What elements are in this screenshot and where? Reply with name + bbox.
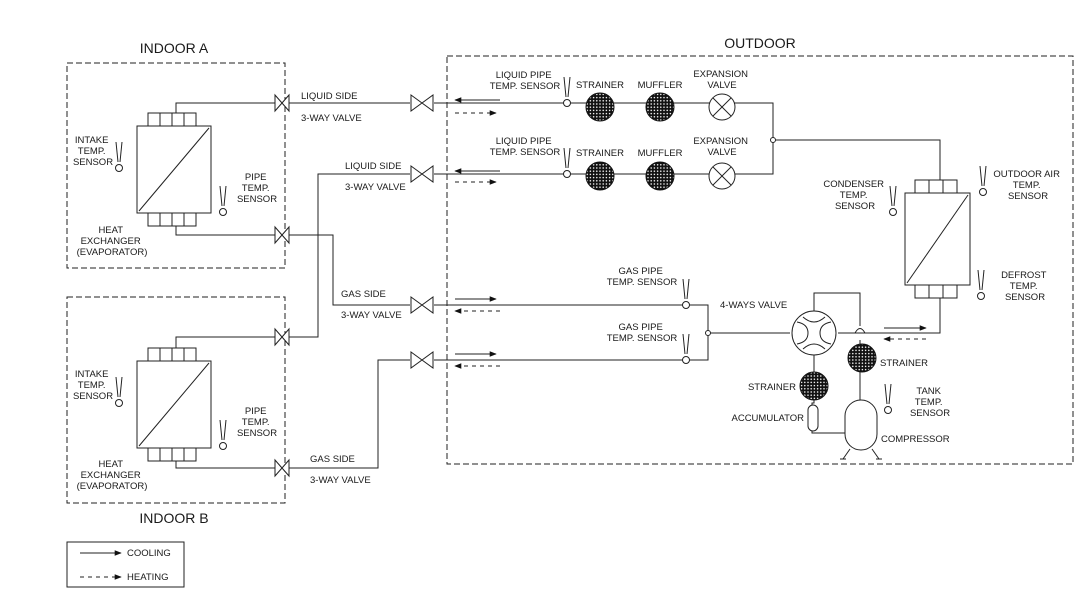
expansion-valve-2-label: EXPANSION VALVE	[693, 136, 750, 158]
condenser-temp-sensor	[889, 185, 897, 216]
gas-pipe-sensor-1-label: GAS PIPE TEMP. SENSOR	[607, 266, 678, 288]
indoor-a-intake-temp-sensor	[115, 141, 123, 172]
defrost-sensor-label: DEFROST TEMP. SENSOR	[1001, 270, 1049, 303]
tank-sensor-label: TANK TEMP. SENSOR	[910, 386, 950, 419]
accumulator-label: ACCUMULATOR	[732, 413, 805, 424]
indoor-b-boundary	[66, 296, 286, 504]
indoor-a-gas-3-way-valve	[410, 296, 434, 314]
indoor-b-liquid-side-label: LIQUID SIDE	[345, 161, 402, 172]
compressor-label: COMPRESSOR	[881, 434, 950, 445]
indoor-a-title: INDOOR A	[140, 40, 209, 56]
outdoor-title: OUTDOOR	[724, 35, 796, 51]
accumulator-strainer-label: STRAINER	[748, 382, 796, 393]
expansion-valve-1	[708, 93, 736, 121]
indoor-a-liquid-valve	[274, 94, 290, 112]
indoor-b-gas-valve	[274, 459, 290, 477]
indoor-a-gas-3way-label: 3-WAY VALVE	[341, 310, 402, 321]
indoor-b-liquid-3-way-valve	[410, 165, 434, 183]
outdoor-air-sensor-label: OUTDOOR AIR TEMP. SENSOR	[993, 169, 1062, 202]
muffler-1	[645, 92, 675, 122]
liquid-pipe-sensor-2-label: LIQUID PIPE TEMP. SENSOR	[490, 136, 561, 158]
indoor-a-boundary	[66, 62, 286, 269]
outdoor-heat-exchanger	[904, 179, 971, 299]
legend-cooling-label: COOLING	[127, 548, 171, 559]
four-way-valve	[791, 310, 837, 356]
indoor-a-liquid-3-way-valve	[410, 94, 434, 112]
indoor-a-heat-exchanger-label: HEAT EXCHANGER (EVAPORATOR)	[77, 225, 148, 258]
outdoor-air-temp-sensor	[979, 165, 987, 196]
indoor-unit-b: INDOOR B INTAKE TEMP. SENSOR PIPE TEMP. …	[66, 296, 286, 526]
indoor-b-heat-exchanger-label: HEAT EXCHANGER (EVAPORATOR)	[77, 459, 148, 492]
indoor-b-intake-temp-sensor	[115, 376, 123, 407]
expansion-valve-2	[708, 162, 736, 190]
accumulator-inlet-strainer	[799, 371, 829, 401]
legend-heating-label: HEATING	[127, 572, 169, 583]
indoor-b-gas-3-way-valve	[410, 351, 434, 369]
indoor-a-intake-sensor-label: INTAKE TEMP. SENSOR	[73, 135, 113, 168]
legend: COOLING HEATING	[66, 541, 185, 588]
outdoor-liquid-pipe-temp-sensor-1	[563, 76, 571, 107]
indoor-b-pipe-sensor-label: PIPE TEMP. SENSOR	[237, 406, 277, 439]
accumulator	[807, 404, 819, 432]
outdoor-boundary	[446, 55, 1074, 465]
outdoor-unit: OUTDOOR LIQUID PIPE TEMP. SENSOR STRAINE…	[434, 35, 1074, 465]
indoor-a-pipe-temp-sensor	[219, 185, 227, 216]
expansion-valve-1-label: EXPANSION VALVE	[693, 69, 750, 91]
indoor-a-heat-exchanger	[136, 112, 212, 227]
strainer-2	[585, 161, 615, 191]
strainer-2-label: STRAINER	[576, 148, 624, 159]
indoor-a-gas-side-label: GAS SIDE	[341, 289, 386, 300]
indoor-b-heat-exchanger	[136, 347, 212, 462]
strainer-1	[585, 92, 615, 122]
flow-direction-arrows	[454, 97, 927, 369]
indoor-a-liquid-3way-label: 3-WAY VALVE	[301, 113, 362, 124]
defrost-temp-sensor	[977, 269, 985, 300]
muffler-2	[645, 161, 675, 191]
interconnecting-piping: LIQUID SIDE 3-WAY VALVE LIQUID SIDE 3-WA…	[274, 91, 434, 486]
muffler-1-label: MUFFLER	[638, 80, 683, 91]
compressor	[840, 399, 882, 460]
indoor-b-liquid-valve	[274, 328, 290, 346]
indoor-b-intake-sensor-label: INTAKE TEMP. SENSOR	[73, 369, 113, 402]
discharge-strainer	[847, 343, 877, 373]
discharge-strainer-label: STRAINER	[880, 358, 928, 369]
muffler-2-label: MUFFLER	[638, 148, 683, 159]
indoor-b-pipe-temp-sensor	[219, 419, 227, 450]
indoor-unit-a: INDOOR A INTAKE TEMP. SENSOR PIPE TEMP. …	[66, 40, 286, 269]
strainer-1-label: STRAINER	[576, 80, 624, 91]
indoor-a-gas-valve	[274, 226, 290, 244]
indoor-a-liquid-side-label: LIQUID SIDE	[301, 91, 358, 102]
four-way-valve-label: 4-WAYS VALVE	[720, 300, 787, 311]
gas-pipe-sensor-2-label: GAS PIPE TEMP. SENSOR	[607, 322, 678, 344]
indoor-b-liquid-3way-label: 3-WAY VALVE	[345, 182, 406, 193]
gas-pipe-temp-sensor-2	[682, 333, 690, 364]
indoor-b-title: INDOOR B	[139, 510, 208, 526]
indoor-b-gas-3way-label: 3-WAY VALVE	[310, 475, 371, 486]
outdoor-liquid-pipe-temp-sensor-2	[563, 147, 571, 178]
indoor-a-pipe-sensor-label: PIPE TEMP. SENSOR	[237, 172, 277, 205]
liquid-pipe-sensor-1-label: LIQUID PIPE TEMP. SENSOR	[490, 70, 561, 92]
tank-temp-sensor	[884, 383, 892, 414]
indoor-b-gas-side-label: GAS SIDE	[310, 454, 355, 465]
gas-pipe-temp-sensor-1	[682, 278, 690, 309]
condenser-sensor-label: CONDENSER TEMP. SENSOR	[823, 179, 886, 212]
